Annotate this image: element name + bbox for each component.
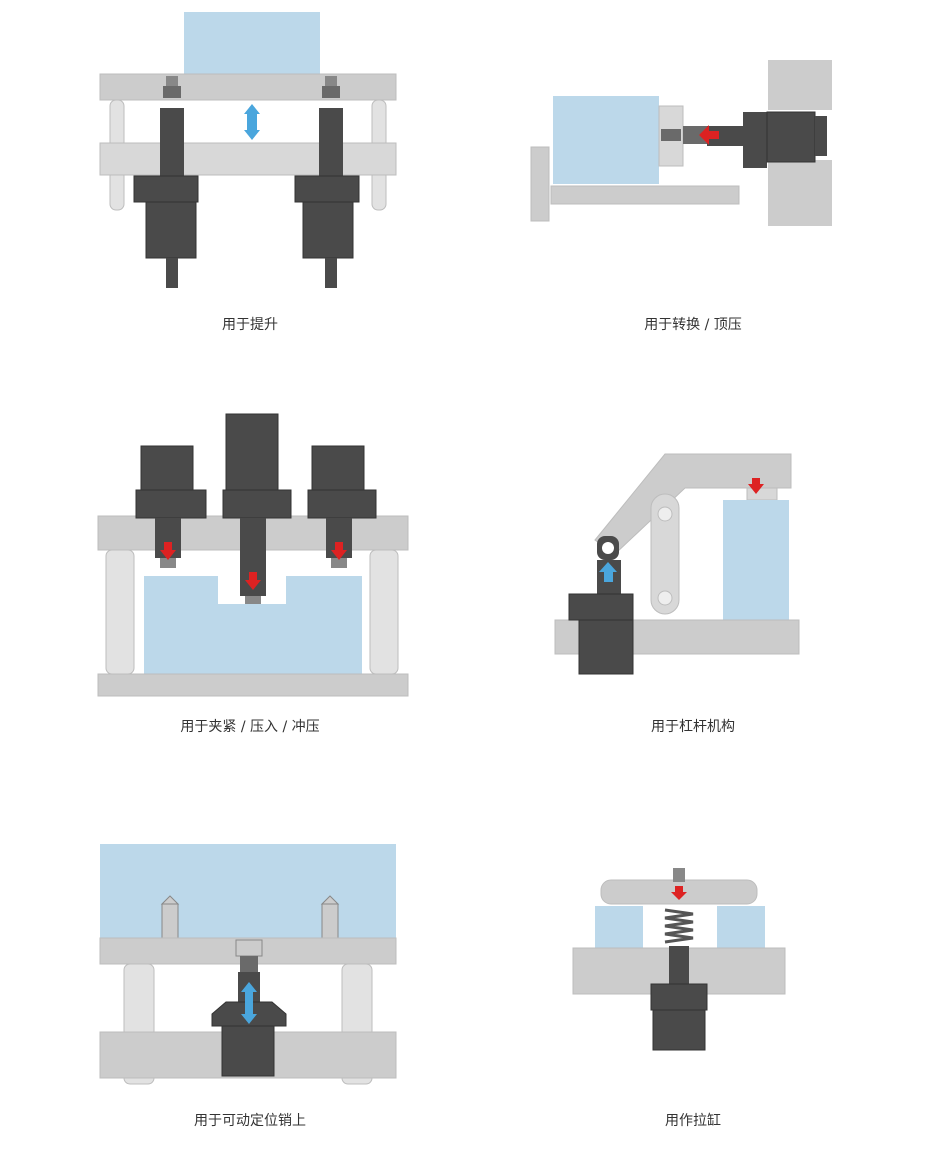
panel-caption: 用于可动定位销上 — [194, 1113, 306, 1129]
middle-plate — [99, 142, 397, 176]
panel-locating-pin: 用于可动定位销上 — [0, 780, 465, 1176]
lifting-diagram — [99, 12, 397, 288]
panel-pull-cylinder: 用作拉缸 — [465, 780, 930, 1176]
arrow-down-icon — [671, 886, 687, 900]
panel-caption: 用于转换 / 顶压 — [644, 317, 742, 333]
workpiece — [553, 96, 659, 184]
pull-cylinder-diagram — [572, 868, 786, 1051]
arrow-down-icon — [331, 542, 347, 560]
end-stop — [530, 146, 550, 222]
cylinder — [294, 76, 360, 288]
workpiece — [184, 12, 320, 74]
workpiece — [595, 906, 643, 948]
panel-transfer-push: 用于转换 / 顶压 — [465, 0, 930, 390]
workpiece — [100, 844, 396, 938]
arrow-down-icon — [748, 478, 764, 494]
panel-caption: 用作拉缸 — [665, 1113, 721, 1129]
pivot — [657, 590, 673, 606]
arrow-down-icon — [160, 542, 176, 560]
arrow-left-icon — [699, 125, 719, 145]
clamp-press-diagram — [97, 413, 409, 697]
cylinder — [661, 111, 827, 168]
workpiece — [144, 576, 362, 674]
base-rail — [550, 185, 740, 205]
double-arrow-icon — [241, 982, 257, 1024]
panel-caption: 用于杠杆机构 — [651, 719, 735, 735]
transfer-push-diagram — [530, 60, 832, 226]
workpiece — [717, 906, 765, 948]
cylinder — [133, 76, 199, 288]
locating-pin-diagram — [99, 844, 397, 1085]
cylinder — [568, 536, 634, 675]
top-plate — [99, 73, 397, 101]
double-arrow-icon — [244, 104, 260, 140]
mount-block — [768, 60, 832, 110]
panel-caption: 用于提升 — [222, 317, 278, 333]
cylinder — [135, 445, 207, 568]
locating-pin — [320, 895, 340, 941]
pivot — [657, 506, 673, 522]
locating-pin — [160, 895, 180, 941]
mount-block — [768, 160, 832, 226]
guide-pillar — [369, 549, 399, 675]
panel-lifting: 用于提升 — [0, 0, 465, 390]
panel-caption: 用于夹紧 / 压入 / 冲压 — [180, 719, 320, 735]
cylinder — [222, 413, 292, 604]
lever-diagram — [554, 453, 800, 675]
arrow-up-icon — [599, 562, 617, 582]
cylinder — [307, 445, 377, 568]
cylinder — [650, 868, 708, 1051]
guide-pillar — [105, 549, 135, 675]
pressure-pad — [746, 487, 778, 501]
workpiece — [723, 500, 789, 620]
panel-lever: 用于杠杆机构 — [465, 390, 930, 780]
link-bar — [650, 493, 680, 615]
arrow-down-icon — [245, 572, 261, 590]
base-plate — [97, 673, 409, 697]
panel-clamp-press: 用于夹紧 / 压入 / 冲压 — [0, 390, 465, 780]
